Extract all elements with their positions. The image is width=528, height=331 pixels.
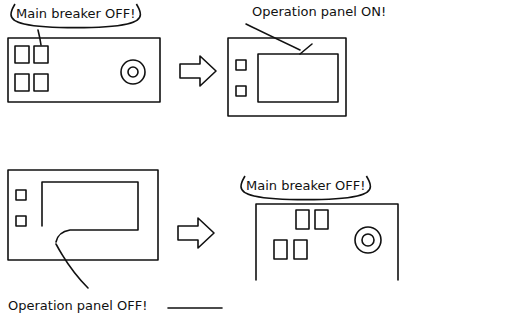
breaker-panel — [8, 38, 160, 102]
breaker — [315, 210, 328, 229]
callout-text: Main breaker OFF! — [16, 6, 135, 22]
dial — [355, 227, 381, 253]
breaker — [34, 74, 48, 91]
screen — [42, 182, 138, 242]
flow-arrow — [178, 218, 214, 248]
button — [16, 190, 26, 200]
leader-line — [56, 244, 88, 288]
breaker — [294, 240, 307, 259]
note-label: Operation panel ON! — [252, 4, 386, 20]
callout-bubble — [11, 4, 140, 28]
button — [16, 216, 26, 226]
leader-line — [168, 307, 222, 309]
breaker — [15, 74, 29, 91]
button — [236, 86, 246, 96]
dial — [362, 234, 374, 246]
leader-line — [38, 30, 41, 45]
breaker — [34, 46, 48, 63]
dial — [121, 60, 145, 84]
breaker-panel — [256, 204, 398, 280]
operation-panel — [8, 170, 158, 260]
flow-arrow — [180, 56, 216, 86]
breaker — [274, 240, 287, 259]
callout-bubble — [241, 176, 370, 200]
switch-mark — [300, 44, 312, 54]
screen — [258, 54, 338, 102]
breaker — [296, 210, 309, 229]
callout-text: Main breaker OFF! — [246, 178, 365, 194]
leader-line — [246, 24, 300, 50]
note-label: Operation panel OFF! — [8, 298, 147, 314]
operation-panel — [228, 38, 346, 116]
breaker — [15, 46, 29, 63]
button — [236, 60, 246, 70]
dial — [128, 67, 138, 77]
